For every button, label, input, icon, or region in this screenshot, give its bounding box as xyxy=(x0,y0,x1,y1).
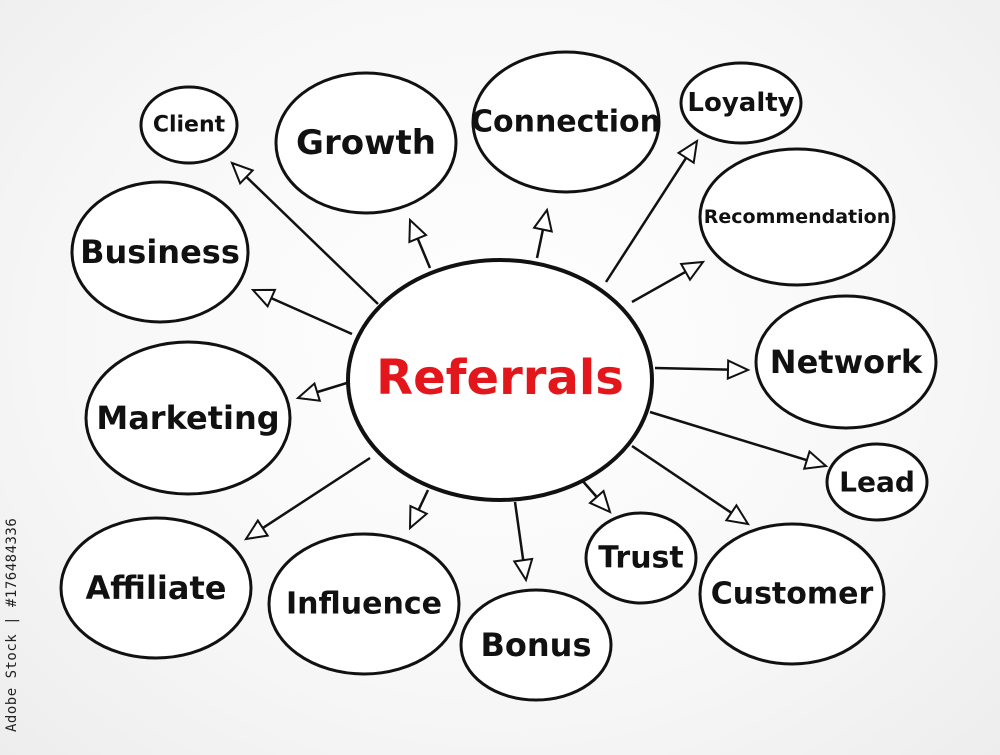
node-label-loyalty: Loyalty xyxy=(687,88,794,118)
arrow-to-marketing xyxy=(295,380,351,402)
arrow-head-network xyxy=(726,359,751,381)
arrow-to-network xyxy=(654,359,751,381)
node-label-bonus: Bonus xyxy=(481,626,592,664)
node-ellipse-recommendation xyxy=(698,147,896,287)
node-ellipse-marketing xyxy=(84,340,292,496)
arrow-line-network xyxy=(654,366,729,371)
arrow-head-lead xyxy=(802,449,829,470)
arrow-to-trust xyxy=(579,477,612,514)
node-label-affiliate: Affiliate xyxy=(86,569,227,607)
node-marketing: Marketing xyxy=(84,340,292,496)
node-label-marketing: Marketing xyxy=(96,399,279,437)
watermark-text: Adobe Stock | #176484336 xyxy=(4,517,20,733)
arrow-line-recommendation xyxy=(631,270,687,304)
node-label-lead: Lead xyxy=(839,466,915,499)
arrow-to-loyalty xyxy=(604,138,699,283)
node-customer: Customer xyxy=(698,522,886,666)
node-label-trust: Trust xyxy=(598,541,684,576)
arrow-head-influence xyxy=(408,504,429,531)
node-ellipse-affiliate xyxy=(59,516,253,660)
nodes-layer: Client Growth Connection LoyaltyRecommendat… xyxy=(59,50,938,702)
node-ellipse-growth xyxy=(274,71,458,215)
arrow-to-customer xyxy=(631,444,751,526)
arrow-line-connection xyxy=(535,229,545,259)
arrow-line-client xyxy=(245,175,379,305)
arrow-head-loyalty xyxy=(676,138,699,165)
arrow-line-business xyxy=(270,296,353,336)
arrow-to-recommendation xyxy=(631,260,706,304)
node-recommendation: Recommendation xyxy=(698,147,896,287)
arrow-to-growth xyxy=(408,217,432,269)
node-ellipse-loyalty xyxy=(679,61,803,145)
node-label-connection: Connection xyxy=(471,105,661,140)
node-ellipse-trust xyxy=(584,511,698,605)
node-label-growth: Growth xyxy=(296,123,436,163)
node-network: Network xyxy=(754,294,938,430)
arrow-line-customer xyxy=(631,444,733,514)
arrow-head-client xyxy=(230,161,255,186)
arrow-head-business xyxy=(250,288,277,309)
node-ellipse-customer xyxy=(698,522,886,666)
node-influence: Influence xyxy=(267,532,461,676)
node-ellipse-network xyxy=(754,294,938,430)
node-ellipse-bonus xyxy=(459,588,613,702)
node-ellipse-influence xyxy=(267,532,461,676)
arrow-to-client xyxy=(230,161,379,305)
node-growth: Growth xyxy=(274,71,458,215)
arrow-head-marketing xyxy=(295,381,322,402)
node-trust: Trust xyxy=(584,511,698,605)
arrow-head-customer xyxy=(724,503,751,526)
node-label-client: Client xyxy=(153,113,226,138)
arrow-to-affiliate xyxy=(243,456,371,541)
node-lead: Lead xyxy=(825,442,929,522)
node-bonus: Bonus xyxy=(459,588,613,702)
arrow-to-business xyxy=(250,288,353,336)
arrow-to-connection xyxy=(532,207,554,259)
node-label-recommendation: Recommendation xyxy=(704,206,890,228)
center-node: Referrals xyxy=(346,258,654,502)
node-label-influence: Influence xyxy=(286,587,442,622)
arrow-head-growth xyxy=(408,217,428,244)
arrow-to-bonus xyxy=(512,501,534,583)
node-label-customer: Customer xyxy=(711,577,874,612)
node-connection: Connection xyxy=(471,50,661,194)
arrows-layer xyxy=(230,138,829,583)
node-ellipse-lead xyxy=(825,442,929,522)
node-label-network: Network xyxy=(770,343,923,381)
center-ellipse xyxy=(346,258,654,502)
arrow-to-influence xyxy=(408,489,430,531)
arrow-head-recommendation xyxy=(679,260,706,282)
node-affiliate: Affiliate xyxy=(59,516,253,660)
node-ellipse-business xyxy=(70,180,250,324)
arrow-line-affiliate xyxy=(262,456,371,530)
node-label-business: Business xyxy=(80,233,240,271)
node-ellipse-client xyxy=(139,85,239,165)
arrow-head-connection xyxy=(532,207,554,233)
node-ellipse-connection xyxy=(471,50,661,194)
arrow-line-growth xyxy=(416,237,432,269)
arrow-to-lead xyxy=(649,410,829,470)
center-label: Referrals xyxy=(376,350,624,406)
arrow-line-lead xyxy=(649,410,808,462)
node-loyalty: Loyalty xyxy=(679,61,803,145)
arrow-line-influence xyxy=(417,489,430,511)
arrow-head-affiliate xyxy=(243,518,270,541)
arrow-head-trust xyxy=(588,489,612,514)
arrow-line-marketing xyxy=(316,380,351,394)
node-client: Client xyxy=(139,85,239,165)
arrow-line-bonus xyxy=(513,501,525,561)
node-business: Business xyxy=(70,180,250,324)
arrow-head-bonus xyxy=(512,557,534,583)
arrow-line-loyalty xyxy=(604,157,688,283)
